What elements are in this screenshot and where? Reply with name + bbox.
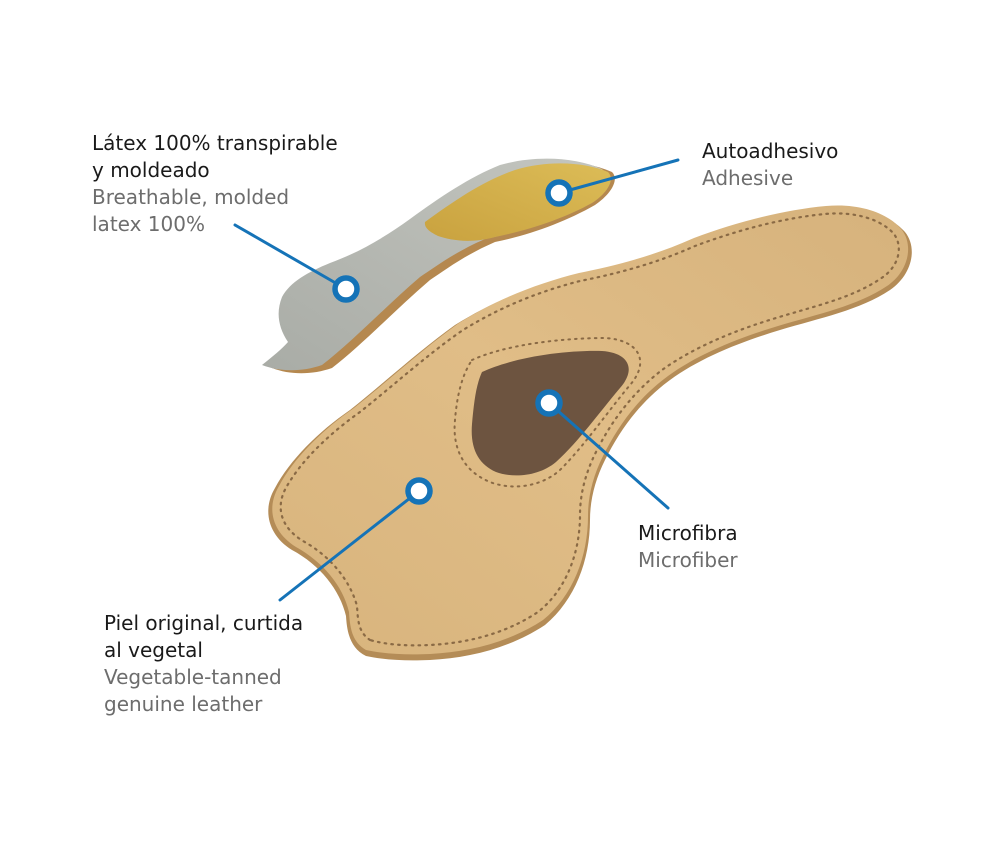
callout-label-latex: Látex 100% transpirable y moldeado Breat… xyxy=(92,130,338,238)
callout-line-adhesive xyxy=(557,158,680,195)
callout-line-latex xyxy=(233,223,348,291)
leather-surface xyxy=(272,205,909,655)
label-en-line: latex 100% xyxy=(92,212,205,236)
callout-label-leather: Piel original, curtida al vegetal Vegeta… xyxy=(104,610,303,718)
marker-leather xyxy=(405,477,433,505)
marker-microfiber xyxy=(535,389,563,417)
callout-markers xyxy=(332,179,573,505)
label-es-line: Piel original, curtida xyxy=(104,611,304,635)
label-en-line: genuine leather xyxy=(104,692,263,716)
callout-label-adhesive: Autoadhesivo Adhesive xyxy=(702,138,838,192)
callout-lines xyxy=(233,158,680,602)
label-es-line: y moldeado xyxy=(92,158,210,182)
callout-label-microfiber: Microfibra Microfiber xyxy=(638,520,738,574)
callout-line-microfiber xyxy=(547,401,670,510)
label-en-line: Adhesive xyxy=(702,166,794,190)
marker-adhesive xyxy=(545,179,573,207)
label-es-line: Autoadhesivo xyxy=(702,139,839,163)
leather-stitching xyxy=(279,212,900,647)
callout-line-leather xyxy=(278,489,421,602)
label-es-line: al vegetal xyxy=(104,638,203,662)
marker-latex xyxy=(332,275,360,303)
label-en-line: Breathable, molded xyxy=(92,185,290,209)
label-es-line: Látex 100% transpirable xyxy=(92,131,338,155)
label-es-line: Microfibra xyxy=(638,521,738,545)
label-en-line: Vegetable-tanned xyxy=(104,665,282,689)
label-en-line: Microfiber xyxy=(638,548,738,572)
microfiber-stitching xyxy=(453,336,642,488)
